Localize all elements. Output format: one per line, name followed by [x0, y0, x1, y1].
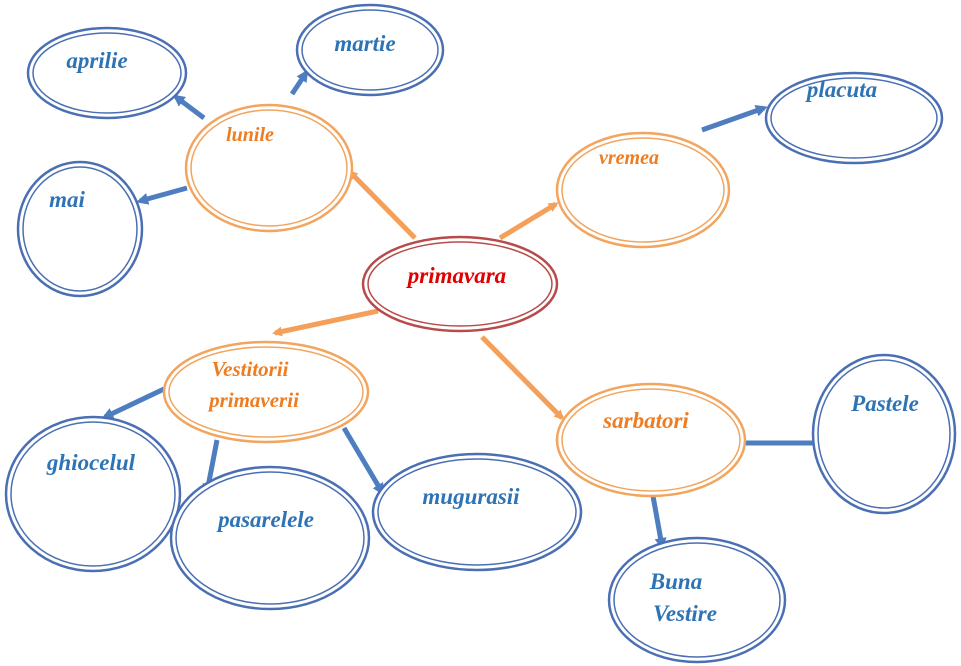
node-aprilie: aprilie [26, 26, 188, 120]
arrow-vestitori-to-mugurasii [341, 426, 385, 496]
connectors [101, 69, 817, 550]
node-pasarelele-label: pasarelele [216, 507, 314, 532]
node-vestitori: Vestitorii primaverii [162, 340, 370, 444]
node-vestitori-label-line1: Vestitorii [211, 357, 288, 381]
node-vremea: vremea [555, 131, 731, 249]
node-primavara-label: primavara [406, 263, 506, 288]
node-placuta-label: placuta [805, 77, 877, 102]
node-buna-vestire-label-line1: Buna [649, 569, 702, 594]
node-vremea-label: vremea [599, 147, 659, 169]
node-pastele: Pastele [811, 353, 957, 515]
arrow-vestitori-to-ghiocelul [101, 386, 166, 420]
arrow-lunile-to-aprilie [172, 94, 206, 120]
node-buna-vestire-label-line2: Vestire [653, 601, 717, 626]
arrow-lunile-to-mai [136, 185, 188, 205]
node-ghiocelul: ghiocelul [4, 415, 182, 573]
node-mai-label: mai [49, 187, 85, 212]
node-mai: mai [16, 160, 144, 298]
node-lunile: lunile [184, 103, 354, 233]
node-vestitori-label-line2: primaverii [207, 388, 299, 412]
node-mugurasii: mugurasii [371, 452, 583, 572]
arrow-center-to-vremea [498, 201, 559, 241]
node-mugurasii-label: mugurasii [422, 484, 520, 509]
node-buna-vestire: Buna Vestire [607, 536, 787, 664]
node-ghiocelul-label: ghiocelul [46, 450, 136, 475]
node-primavara: primavara [361, 235, 559, 333]
arrow-center-to-vestitori [272, 308, 379, 337]
node-pastele-label: Pastele [850, 391, 919, 416]
node-lunile-label: lunile [226, 124, 274, 146]
node-pasarelele: pasarelele [169, 465, 371, 611]
arrow-sarbatori-to-buna-vestire [650, 495, 667, 550]
node-sarbatori: sarbatori [555, 382, 747, 498]
arrow-center-to-lunile [347, 169, 417, 240]
node-placuta: placuta [764, 71, 944, 165]
node-sarbatori-label: sarbatori [602, 408, 689, 433]
arrow-vremea-to-placuta [701, 105, 768, 133]
node-aprilie-label: aprilie [66, 48, 127, 73]
node-martie-label: martie [334, 31, 395, 56]
node-martie: martie [295, 3, 445, 97]
arrow-center-to-sarbatori [480, 335, 565, 421]
arrow-lunile-to-martie [289, 69, 309, 96]
